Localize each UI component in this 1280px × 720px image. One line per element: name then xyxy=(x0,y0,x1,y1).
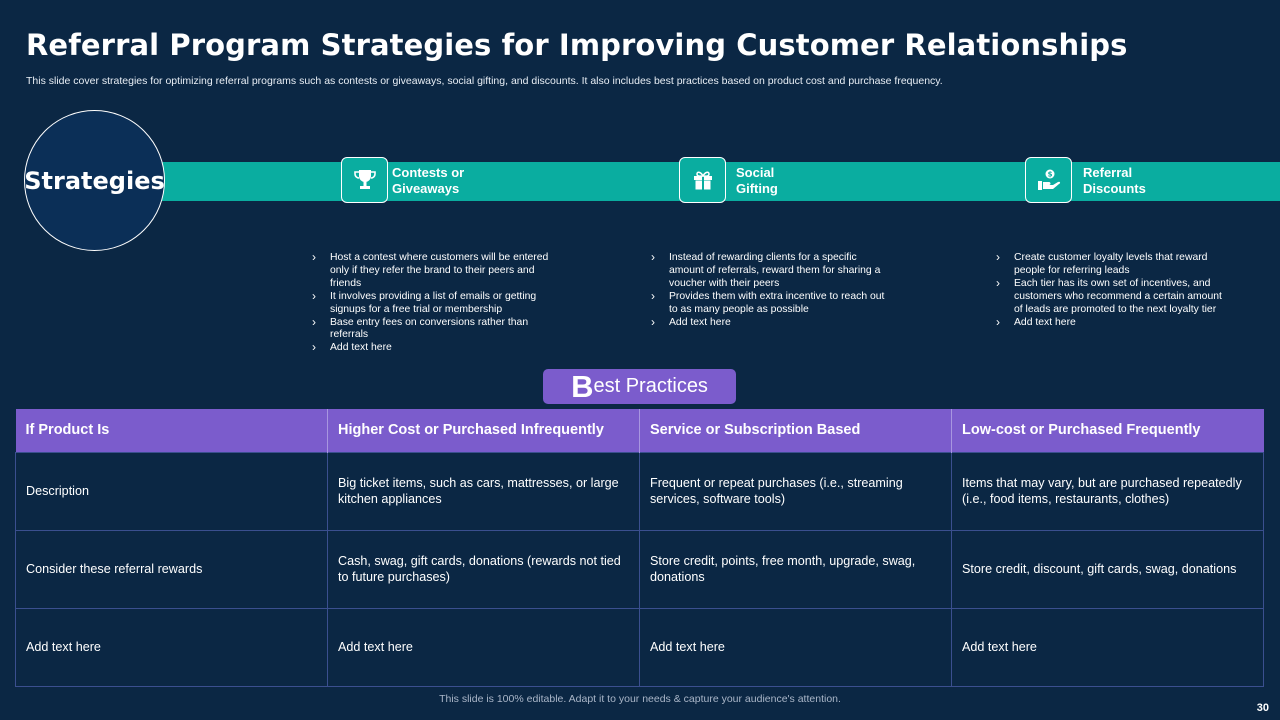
list-item: Instead of rewarding clients for a speci… xyxy=(651,251,891,291)
list-item: Add text here xyxy=(996,316,1226,330)
table-cell: Frequent or repeat purchases (i.e., stre… xyxy=(639,451,952,531)
table-cell: Add text here xyxy=(15,607,328,687)
slide-title: Referral Program Strategies for Improvin… xyxy=(26,28,1128,62)
table-header-cell: If Product Is xyxy=(15,409,328,452)
strategy-title-referral-discounts: Referral Discounts xyxy=(1083,165,1146,196)
table-row: Description Big ticket items, such as ca… xyxy=(15,451,1264,531)
table-cell: Big ticket items, such as cars, mattress… xyxy=(327,451,640,531)
best-practices-table: If Product Is Higher Cost or Purchased I… xyxy=(15,409,1264,687)
gift-icon xyxy=(679,157,726,203)
list-item: Each tier has its own set of incentives,… xyxy=(996,277,1226,317)
table-row: Add text here Add text here Add text her… xyxy=(15,607,1264,687)
list-item: Add text here xyxy=(312,341,552,355)
list-item: It involves providing a list of emails o… xyxy=(312,290,552,317)
strategies-circle: Strategies xyxy=(24,110,165,251)
list-item: Add text here xyxy=(651,316,891,330)
strategy-title-social-gifting: Social Gifting xyxy=(736,165,778,196)
table-cell: Consider these referral rewards xyxy=(15,529,328,609)
table-header-cell: Service or Subscription Based xyxy=(639,409,952,452)
strategy-bullets-social-gifting: Instead of rewarding clients for a speci… xyxy=(651,251,891,330)
list-item: Base entry fees on conversions rather th… xyxy=(312,316,552,343)
table-cell: Add text here xyxy=(327,607,640,687)
table-cell: Add text here xyxy=(951,607,1264,687)
table-cell: Store credit, discount, gift cards, swag… xyxy=(951,529,1264,609)
table-header-cell: Low-cost or Purchased Frequently xyxy=(951,409,1264,452)
table-cell: Store credit, points, free month, upgrad… xyxy=(639,529,952,609)
list-item: Provides them with extra incentive to re… xyxy=(651,290,891,317)
table-cell: Add text here xyxy=(639,607,952,687)
footer-note: This slide is 100% editable. Adapt it to… xyxy=(439,693,841,705)
svg-text:$: $ xyxy=(1047,171,1052,179)
slide-subtitle: This slide cover strategies for optimizi… xyxy=(26,75,943,87)
trophy-icon xyxy=(341,157,388,203)
table-cell: Items that may vary, but are purchased r… xyxy=(951,451,1264,531)
list-item: Host a contest where customers will be e… xyxy=(312,251,552,291)
page-number: 30 xyxy=(1256,702,1269,714)
list-item: Create customer loyalty levels that rewa… xyxy=(996,251,1226,278)
table-cell: Cash, swag, gift cards, donations (rewar… xyxy=(327,529,640,609)
strategies-label: Strategies xyxy=(24,166,165,195)
strategy-bullets-contests: Host a contest where customers will be e… xyxy=(312,251,552,355)
strategy-title-contests: Contests or Giveaways xyxy=(392,165,465,196)
table-cell: Description xyxy=(15,451,328,531)
table-row: Consider these referral rewards Cash, sw… xyxy=(15,529,1264,609)
hand-coin-icon: $ xyxy=(1025,157,1072,203)
strategy-bullets-referral-discounts: Create customer loyalty levels that rewa… xyxy=(996,251,1226,330)
table-header-cell: Higher Cost or Purchased Infrequently xyxy=(327,409,640,452)
table-header-row: If Product Is Higher Cost or Purchased I… xyxy=(15,409,1264,452)
